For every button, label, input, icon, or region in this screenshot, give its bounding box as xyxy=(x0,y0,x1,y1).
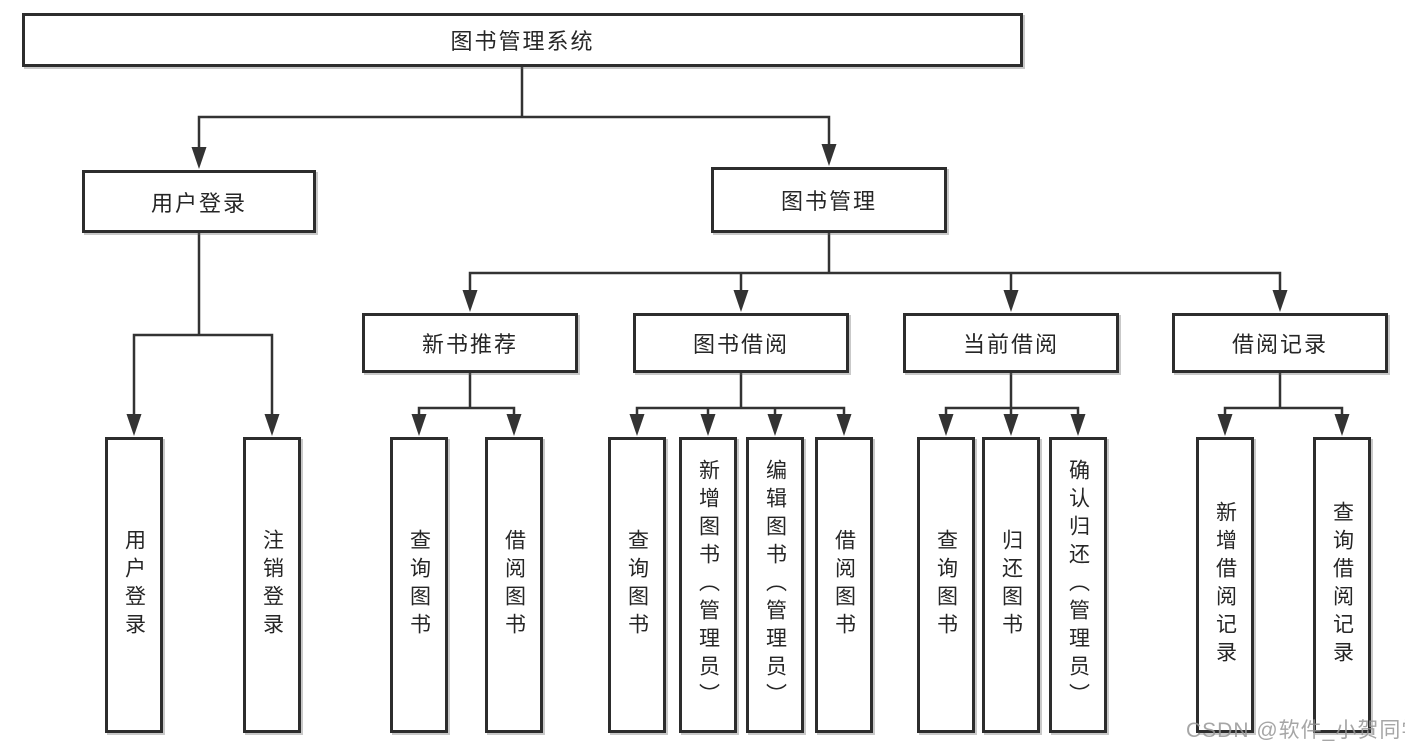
leaf-nbr-query-books: 查询图书 xyxy=(390,437,448,733)
leaf-user-login-label: 用户登录 xyxy=(122,529,146,641)
leaf-nbr-borrow-books-label: 借阅图书 xyxy=(502,529,526,641)
node-new-book-recommend: 新书推荐 xyxy=(362,313,578,373)
leaf-br-add-record-label: 新增借阅记录 xyxy=(1213,501,1237,669)
node-book-borrow-label: 图书借阅 xyxy=(692,332,789,357)
leaf-bb-edit-books-admin-label: 编辑图书（管理员） xyxy=(763,459,787,711)
node-user-login: 用户登录 xyxy=(82,170,316,233)
connector-user-login-children xyxy=(126,231,280,436)
leaf-br-query-record: 查询借阅记录 xyxy=(1313,437,1371,733)
watermark: CSDN @软件_小贺同学 xyxy=(1186,719,1405,742)
leaf-cb-query-books: 查询图书 xyxy=(917,437,975,733)
node-borrow-records-label: 借阅记录 xyxy=(1231,332,1328,357)
connector-current-borrow-children xyxy=(938,371,1086,436)
node-borrow-records: 借阅记录 xyxy=(1172,313,1388,373)
connector-book-management-children xyxy=(462,231,1288,312)
node-current-borrow: 当前借阅 xyxy=(903,313,1119,373)
leaf-cb-return-books-label: 归还图书 xyxy=(999,529,1023,641)
leaf-cb-confirm-return-admin-label: 确认归还（管理员） xyxy=(1066,459,1090,711)
leaf-bb-borrow-books-label: 借阅图书 xyxy=(832,529,856,641)
leaf-cb-confirm-return-admin: 确认归还（管理员） xyxy=(1049,437,1107,733)
node-book-management-label: 图书管理 xyxy=(780,189,877,214)
leaf-nbr-borrow-books: 借阅图书 xyxy=(485,437,543,733)
leaf-nbr-query-books-label: 查询图书 xyxy=(407,529,431,641)
node-user-login-label: 用户登录 xyxy=(150,190,247,216)
connector-book-borrow-children xyxy=(629,371,852,436)
leaf-logout: 注销登录 xyxy=(243,437,301,733)
node-book-management: 图书管理 xyxy=(711,167,947,233)
leaf-bb-query-books-label: 查询图书 xyxy=(625,529,649,641)
node-book-borrow: 图书借阅 xyxy=(633,313,849,373)
node-current-borrow-label: 当前借阅 xyxy=(962,332,1059,357)
node-root: 图书管理系统 xyxy=(22,13,1023,67)
leaf-user-login: 用户登录 xyxy=(105,437,163,733)
leaf-bb-add-books-admin-label: 新增图书（管理员） xyxy=(696,459,720,711)
leaf-bb-borrow-books: 借阅图书 xyxy=(815,437,873,733)
leaf-br-add-record: 新增借阅记录 xyxy=(1196,437,1254,733)
node-new-book-recommend-label: 新书推荐 xyxy=(421,332,518,357)
connector-borrow-records-children xyxy=(1217,371,1350,436)
leaf-logout-label: 注销登录 xyxy=(260,529,284,641)
node-root-label: 图书管理系统 xyxy=(450,29,595,54)
leaf-cb-return-books: 归还图书 xyxy=(982,437,1040,733)
leaf-bb-query-books: 查询图书 xyxy=(608,437,666,733)
connector-new-book-recommend-children xyxy=(411,371,522,436)
leaf-bb-edit-books-admin: 编辑图书（管理员） xyxy=(746,437,804,733)
leaf-br-query-record-label: 查询借阅记录 xyxy=(1330,501,1354,669)
leaf-cb-query-books-label: 查询图书 xyxy=(934,529,958,641)
connector-root-to-level2 xyxy=(191,65,837,169)
leaf-bb-add-books-admin: 新增图书（管理员） xyxy=(679,437,737,733)
